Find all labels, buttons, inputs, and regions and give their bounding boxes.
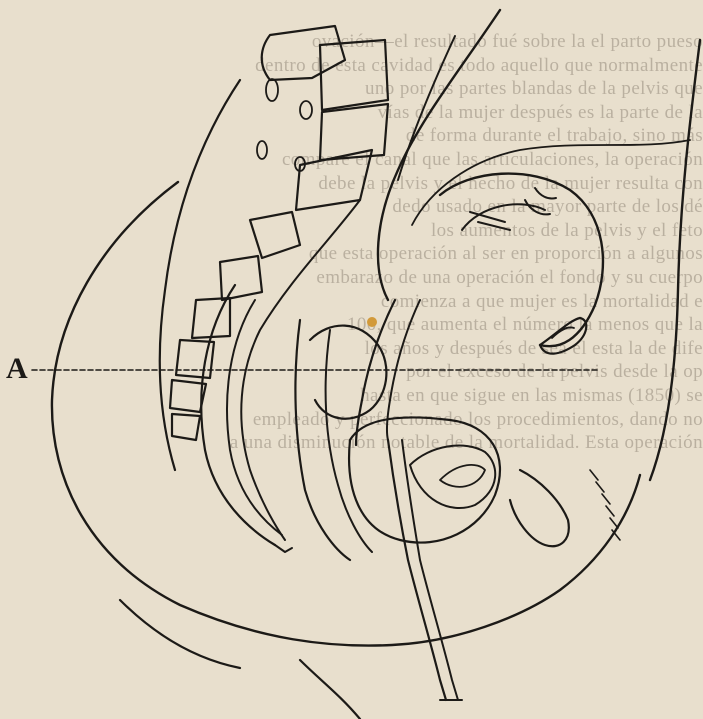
foramen [300, 101, 312, 119]
foramen [266, 79, 278, 101]
outer-body-contour [52, 182, 640, 646]
coccyx-segment [172, 414, 200, 440]
vertebra [320, 40, 388, 110]
rectum-inner [227, 300, 282, 535]
vertebra [320, 104, 388, 160]
buttock-contour [120, 600, 240, 668]
pubic-bone [510, 470, 569, 546]
bladder-lumen [440, 465, 485, 487]
foramen [257, 141, 267, 159]
fetal-head-inner [462, 204, 545, 230]
abdominal-wall-outer [378, 10, 500, 300]
cervix-curve [310, 326, 386, 419]
vertebra [262, 26, 345, 80]
stain-mark [367, 317, 377, 327]
sacrum-segment [220, 256, 262, 300]
anal-canal [275, 545, 292, 552]
fetal-head [440, 174, 603, 347]
bladder-inner [410, 446, 495, 508]
fetal-limb [540, 318, 586, 354]
vertebra [296, 150, 372, 210]
fetal-feature [478, 222, 510, 230]
abdominal-front-contour [650, 40, 700, 480]
vaginal-canal-posterior [295, 320, 350, 560]
uterine-wall-line [412, 140, 690, 225]
fetal-feature [535, 188, 556, 199]
thigh-contour [300, 660, 360, 719]
sacrum-segment [250, 212, 300, 258]
abdominal-wall-inner [398, 36, 455, 180]
catheter-tube [388, 440, 446, 700]
figure-label-a: A [6, 352, 28, 386]
